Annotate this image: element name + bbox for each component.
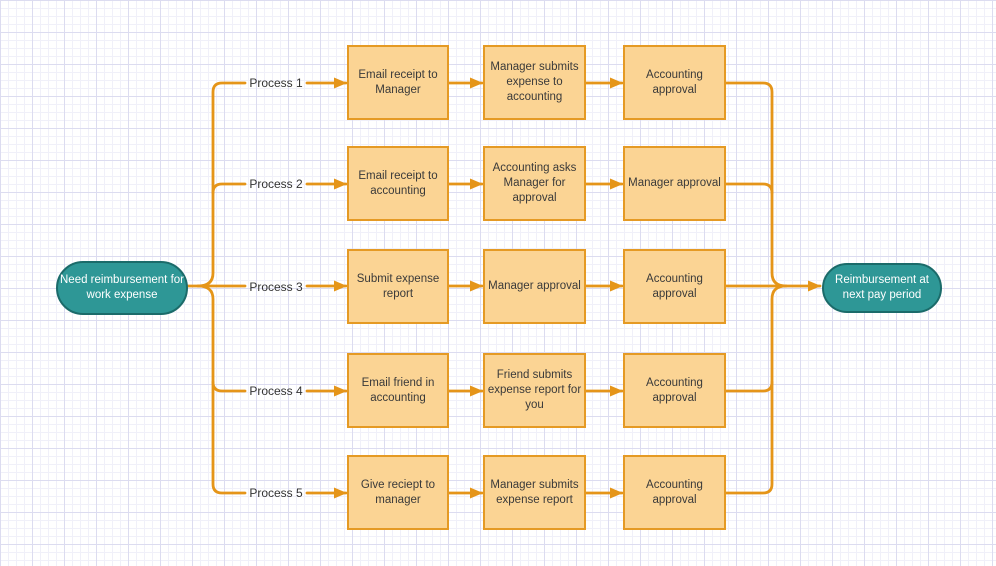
end-terminator-label: Reimbursement at next pay period	[835, 274, 929, 301]
process-step-box[interactable]: Email friend in accounting	[347, 353, 449, 428]
process-step-box[interactable]: Accounting approval	[623, 455, 726, 530]
step-label: Email receipt to Manager	[358, 68, 438, 96]
process-step-box[interactable]: Manager submits expense report	[483, 455, 586, 530]
step-label: Give reciept to manager	[360, 478, 436, 506]
step-label: Email friend in accounting	[361, 376, 435, 404]
step-label: Submit expense report	[356, 272, 440, 300]
process-step-box[interactable]: Manager approval	[623, 146, 726, 221]
process-step-box[interactable]: Manager submits expense to accounting	[483, 45, 586, 120]
process-step-box[interactable]: Accounting approval	[623, 45, 726, 120]
process-step-box[interactable]: Submit expense report	[347, 249, 449, 324]
process-4-label[interactable]: Process 4	[249, 384, 303, 398]
step-label: Manager submits expense report	[490, 478, 579, 506]
process-step-box[interactable]: Manager approval	[483, 249, 586, 324]
process-step-box[interactable]: Friend submits expense report for you	[483, 353, 586, 428]
end-terminator[interactable]: Reimbursement at next pay period	[822, 263, 942, 313]
process-1-label[interactable]: Process 1	[249, 76, 303, 90]
process-step-box[interactable]: Give reciept to manager	[347, 455, 449, 530]
step-label: Manager approval	[628, 177, 721, 190]
step-label: Accounting approval	[646, 478, 703, 506]
step-label: Accounting approval	[646, 68, 703, 96]
process-step-box[interactable]: Email receipt to Manager	[347, 45, 449, 120]
step-label: Accounting approval	[646, 272, 703, 300]
start-terminator[interactable]: Need reimbursement for work expense	[56, 261, 188, 315]
process-step-box[interactable]: Accounting approval	[623, 353, 726, 428]
step-label: Accounting approval	[646, 376, 703, 404]
step-label: Manager submits expense to accounting	[490, 61, 579, 103]
start-terminator-label: Need reimbursement for work expense	[60, 274, 184, 301]
step-label: Friend submits expense report for you	[487, 369, 582, 411]
process-2-label[interactable]: Process 2	[249, 177, 303, 191]
process-5-label[interactable]: Process 5	[249, 486, 303, 500]
process-step-box[interactable]: Accounting approval	[623, 249, 726, 324]
step-label: Manager approval	[488, 280, 581, 293]
process-3-label[interactable]: Process 3	[249, 280, 303, 294]
process-step-box[interactable]: Email receipt to accounting	[347, 146, 449, 221]
step-label: Accounting asks Manager for approval	[492, 162, 577, 204]
process-step-box[interactable]: Accounting asks Manager for approval	[483, 146, 586, 221]
step-label: Email receipt to accounting	[358, 169, 438, 197]
